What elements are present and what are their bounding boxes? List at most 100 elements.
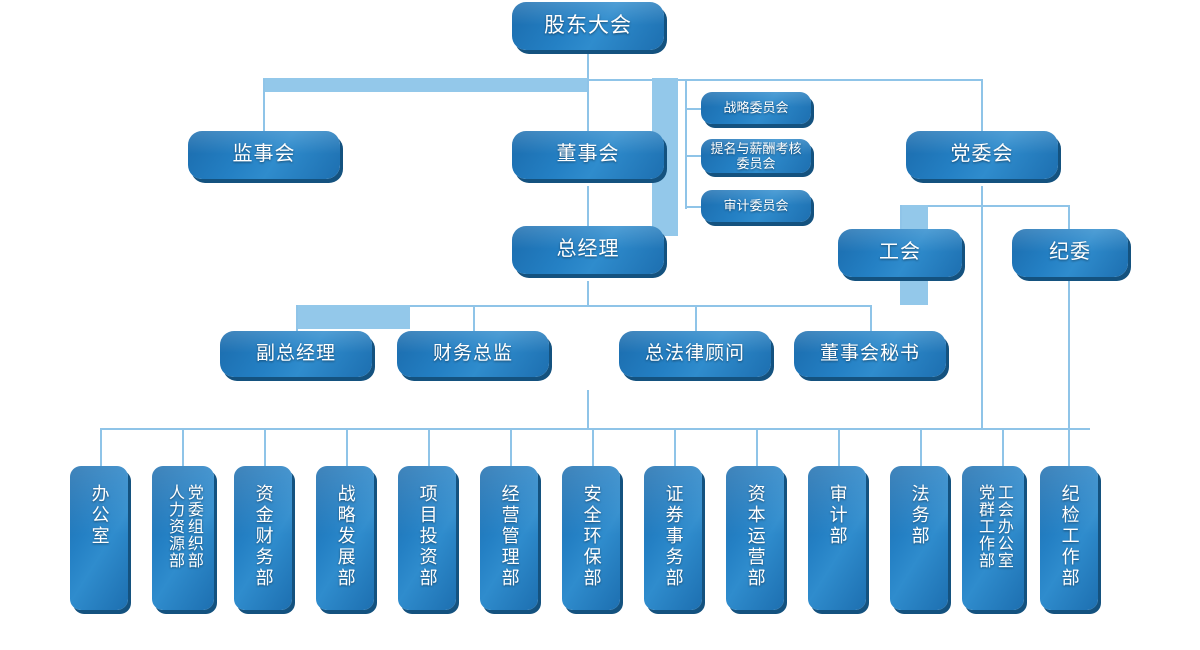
node-label: 资本运营部 [745, 484, 766, 589]
connector-gm-to-dept-bus [587, 390, 589, 428]
connector-dept-drop-13 [1068, 428, 1070, 466]
node-board-of-supervisors[interactable]: 监事会 [188, 131, 340, 179]
connector-exec-1-drop [296, 305, 298, 331]
node-label: 纪委 [1049, 241, 1091, 264]
node-department-10[interactable]: 审计部 [808, 466, 866, 610]
node-label: 经营管理部 [499, 484, 520, 589]
node-labor-union[interactable]: 工会 [838, 229, 962, 277]
connector-dept-drop-9 [756, 428, 758, 466]
connector-committee-rail [685, 79, 687, 209]
node-committee-nomination-remuneration[interactable]: 提名与薪酬考核委员会 [701, 139, 811, 173]
node-department-4[interactable]: 战略发展部 [316, 466, 374, 610]
connector-shareholders-down [587, 48, 589, 80]
dept-text-columns: 审计部 [808, 484, 866, 547]
node-label: 纪检工作部 [1059, 484, 1080, 589]
node-label: 工会 [879, 241, 921, 264]
node-label: 审计委员会 [723, 198, 789, 214]
dept-text-columns: 法务部 [890, 484, 948, 547]
node-deputy-general-manager[interactable]: 副总经理 [220, 331, 372, 377]
dept-text-columns: 战略发展部 [316, 484, 374, 589]
connector-exec-thick-bar [296, 305, 410, 329]
node-department-1[interactable]: 办公室 [70, 466, 128, 610]
node-label-2: 人力资源部 [166, 484, 183, 569]
connector-board-to-gm [587, 186, 589, 226]
connector-union-drop [900, 205, 902, 229]
connector-dept-drop-5 [428, 428, 430, 466]
connector-dept-drop-2 [182, 428, 184, 466]
connector-dept-drop-8 [674, 428, 676, 466]
connector-level2-bus-right [588, 79, 983, 81]
node-label: 提名与薪酬考核委员会 [710, 140, 802, 171]
connector-supervisors-drop [263, 79, 265, 131]
connector-discipline-down [1068, 278, 1070, 428]
node-label: 资金财务部 [253, 484, 274, 589]
connector-party-committee-drop [981, 79, 983, 131]
connector-gm-down [587, 281, 589, 305]
node-label: 副总经理 [255, 342, 336, 364]
dept-text-columns: 项目投资部 [398, 484, 456, 589]
connector-dept-drop-7 [592, 428, 594, 466]
node-label: 总法律顾问 [644, 342, 745, 364]
node-general-counsel[interactable]: 总法律顾问 [619, 331, 771, 377]
connector-dept-drop-11 [920, 428, 922, 466]
node-department-11[interactable]: 法务部 [890, 466, 948, 610]
node-label: 项目投资部 [417, 484, 438, 589]
node-department-9[interactable]: 资本运营部 [726, 466, 784, 610]
node-label: 股东大会 [544, 13, 632, 37]
node-label: 审计部 [827, 484, 848, 547]
node-department-8[interactable]: 证券事务部 [644, 466, 702, 610]
node-committee-audit[interactable]: 审计委员会 [701, 190, 811, 222]
connector-committee-1 [685, 108, 701, 110]
node-label: 党委会 [950, 143, 1014, 166]
dept-text-columns: 安全环保部 [562, 484, 620, 589]
connector-level2-thick-bus [263, 78, 588, 92]
node-label-2: 党群工作部 [976, 484, 993, 569]
node-department-5[interactable]: 项目投资部 [398, 466, 456, 610]
node-cfo[interactable]: 财务总监 [397, 331, 549, 377]
dept-text-columns: 资金财务部 [234, 484, 292, 589]
connector-board-drop [587, 79, 589, 131]
node-board-of-directors[interactable]: 董事会 [512, 131, 664, 179]
node-general-manager[interactable]: 总经理 [512, 226, 664, 274]
node-department-12[interactable]: 工会办公室 党群工作部 [962, 466, 1024, 610]
node-label: 办公室 [89, 484, 110, 547]
node-label: 工会办公室 [994, 484, 1012, 569]
connector-dept-bus [100, 428, 1090, 430]
dept-text-columns: 纪检工作部 [1040, 484, 1098, 589]
connector-exec-bus [296, 305, 871, 307]
node-board-secretary[interactable]: 董事会秘书 [794, 331, 946, 377]
connector-exec-4-drop [870, 305, 872, 331]
node-label: 法务部 [909, 484, 930, 547]
node-department-7[interactable]: 安全环保部 [562, 466, 620, 610]
connector-committee-2 [685, 155, 701, 157]
node-label: 总经理 [556, 238, 620, 261]
node-committee-strategy[interactable]: 战略委员会 [701, 92, 811, 124]
connector-discipline-drop [1068, 205, 1070, 229]
connector-party-branch [900, 205, 1068, 207]
node-discipline-committee[interactable]: 纪委 [1012, 229, 1128, 277]
node-label: 党委组织部 [184, 484, 202, 569]
node-label: 监事会 [232, 143, 296, 166]
node-label: 安全环保部 [581, 484, 602, 589]
node-shareholders-meeting[interactable]: 股东大会 [512, 2, 664, 50]
connector-party-down [981, 186, 983, 428]
dept-text-columns: 资本运营部 [726, 484, 784, 589]
node-label: 董事会秘书 [819, 342, 920, 364]
dept-text-columns: 经营管理部 [480, 484, 538, 589]
dept-text-columns: 工会办公室 党群工作部 [962, 484, 1024, 569]
node-department-13[interactable]: 纪检工作部 [1040, 466, 1098, 610]
connector-dept-drop-3 [264, 428, 266, 466]
connector-dept-drop-10 [838, 428, 840, 466]
node-party-committee[interactable]: 党委会 [906, 131, 1058, 179]
node-label: 财务总监 [432, 342, 513, 364]
connector-dept-drop-6 [510, 428, 512, 466]
dept-text-columns: 党委组织部 人力资源部 [152, 484, 214, 569]
connector-dept-drop-12 [1002, 428, 1004, 466]
node-label: 战略发展部 [335, 484, 356, 589]
node-department-2[interactable]: 党委组织部 人力资源部 [152, 466, 214, 610]
node-department-3[interactable]: 资金财务部 [234, 466, 292, 610]
connector-exec-2-drop [473, 305, 475, 331]
connector-dept-drop-4 [346, 428, 348, 466]
node-department-6[interactable]: 经营管理部 [480, 466, 538, 610]
